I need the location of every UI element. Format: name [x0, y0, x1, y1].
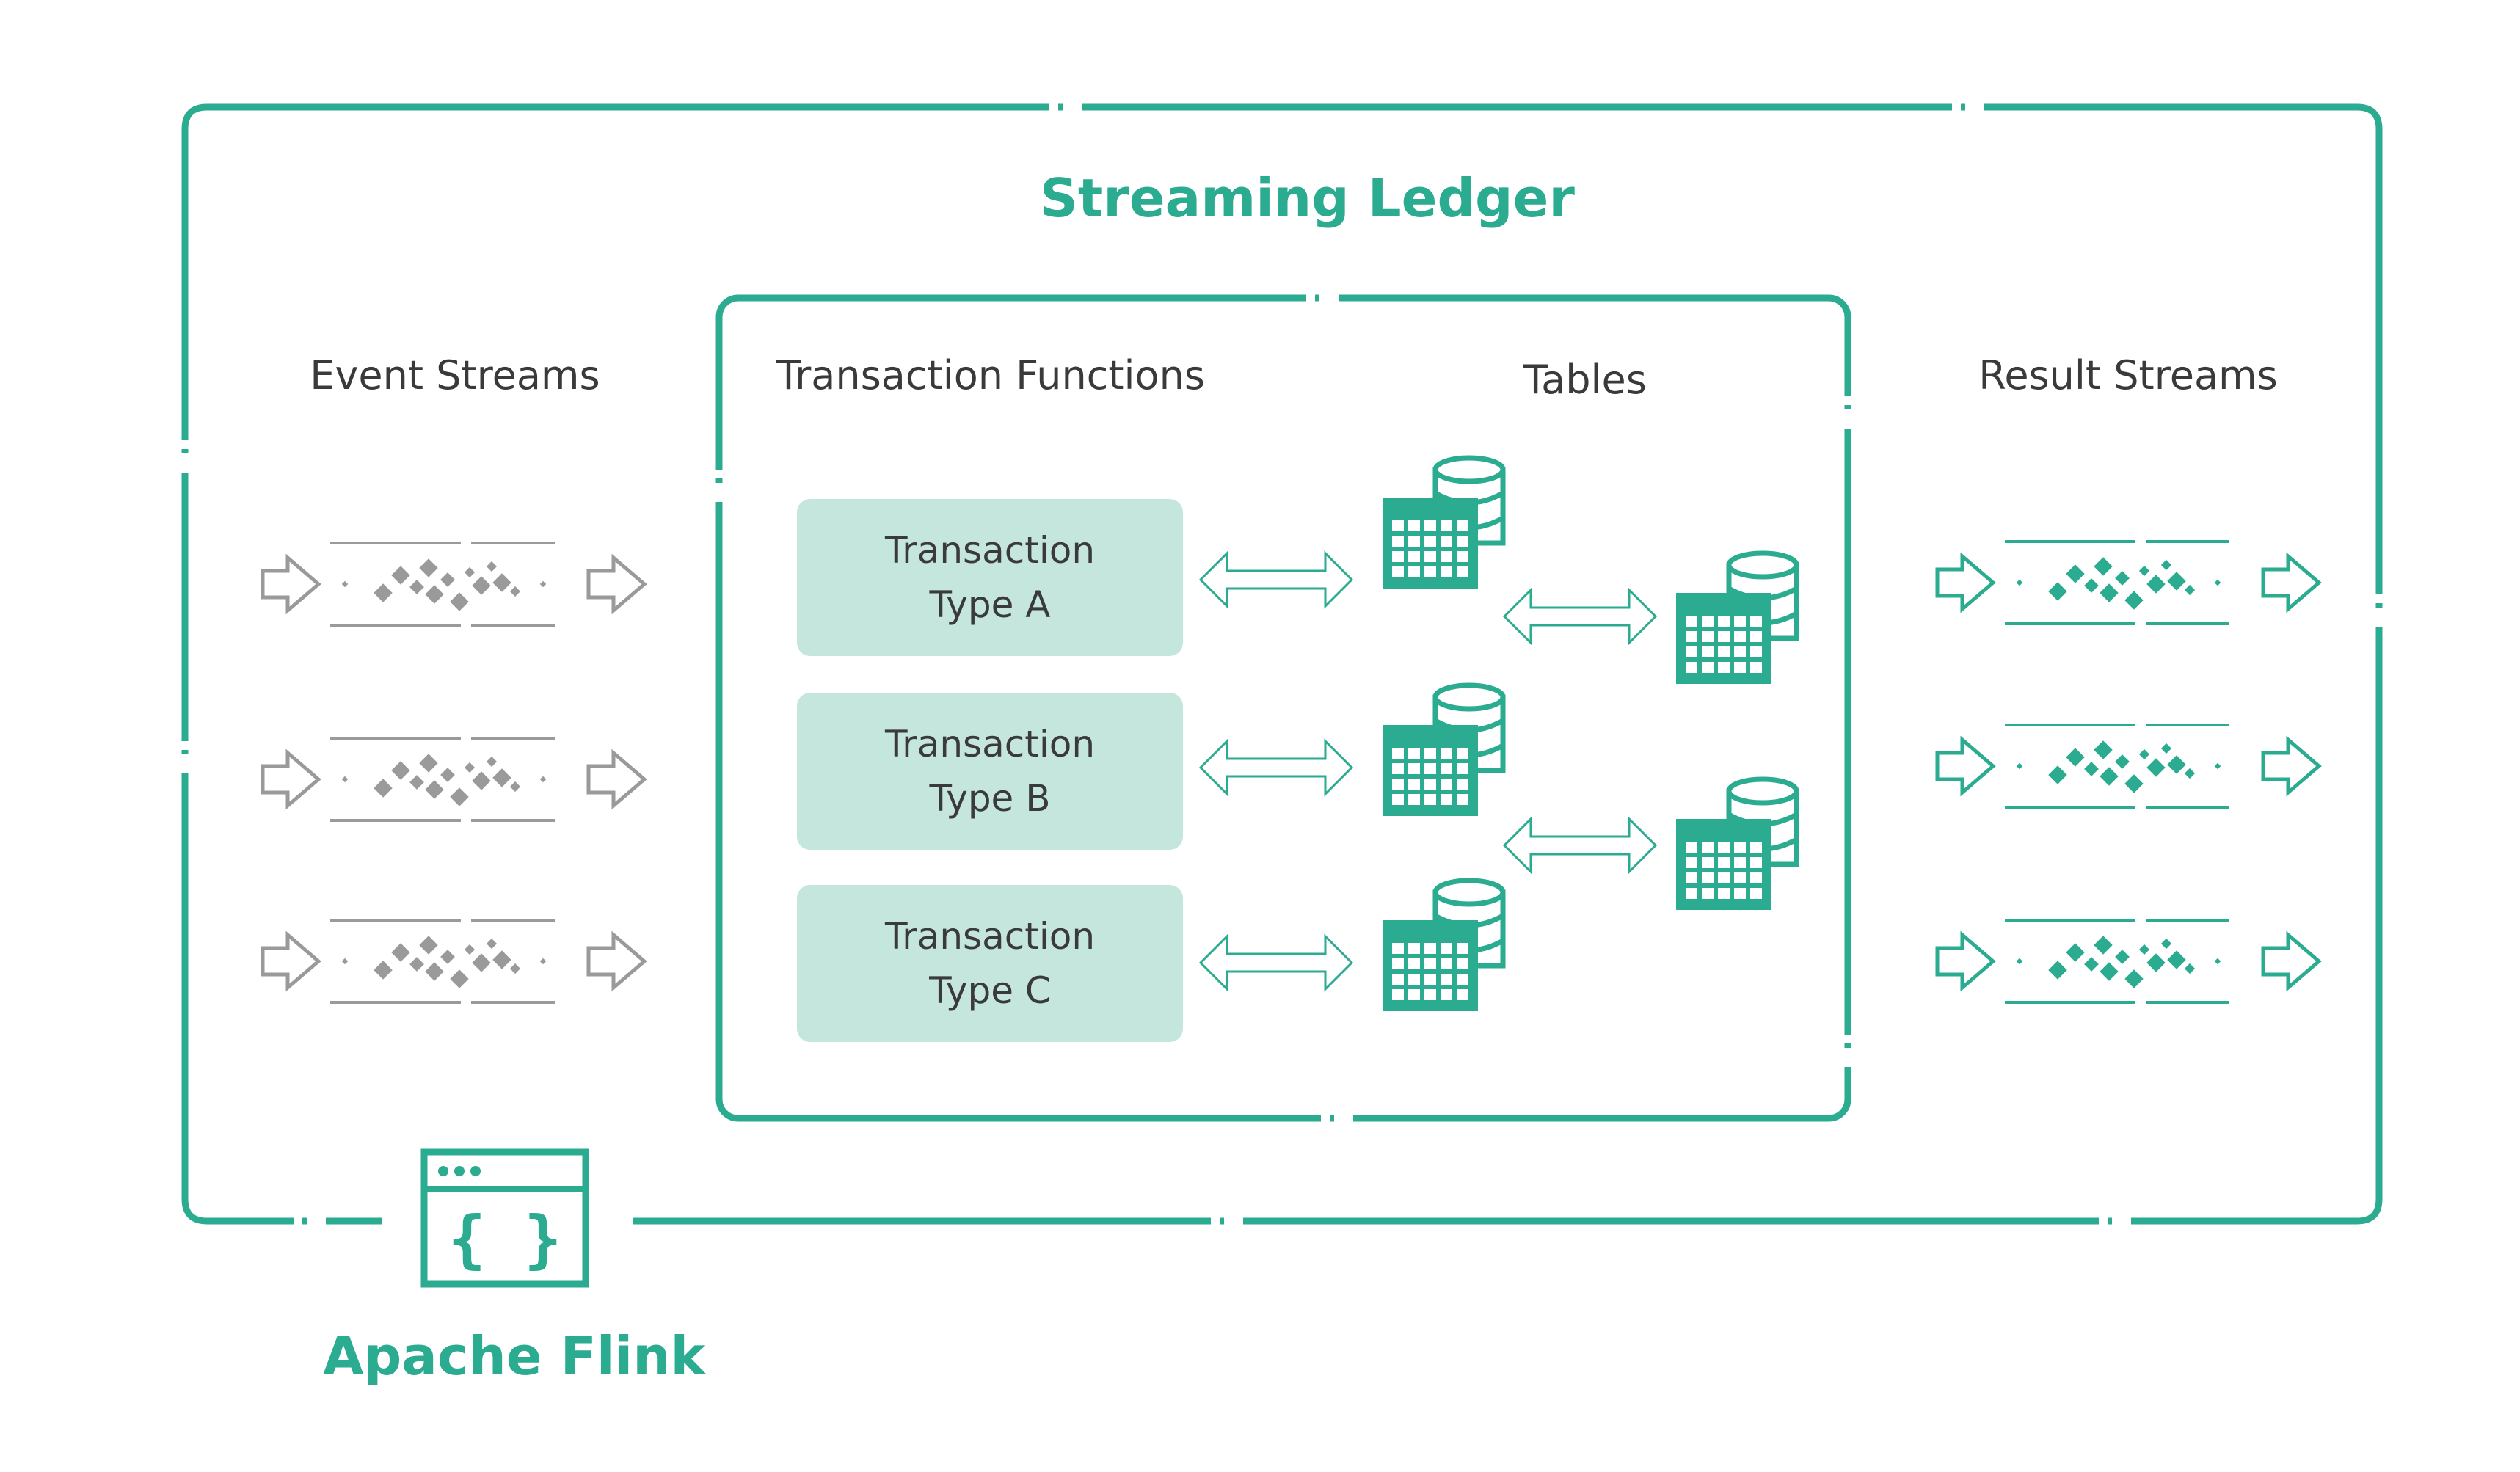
stream-outlet-arrow-icon — [586, 748, 647, 810]
database-table-icon-1 — [1383, 455, 1506, 589]
svg-text:{ }: { } — [448, 1203, 561, 1276]
transaction-type-c-line2: Type C — [929, 969, 1051, 1012]
transaction-functions-heading: Transaction Functions — [776, 352, 1205, 398]
bidirectional-arrow-icon-e — [1502, 816, 1658, 875]
stream-outlet-arrow-icon — [2261, 552, 2322, 613]
database-table-icon-5 — [1383, 878, 1506, 1011]
stream-particles — [341, 754, 547, 806]
transaction-type-a-line2: Type A — [929, 583, 1051, 626]
transaction-type-b-line1: Transaction — [884, 723, 1096, 765]
transaction-type-a-box: Transaction Type A — [797, 499, 1183, 656]
result-stream-1 — [1935, 539, 2322, 627]
diagram-title: Streaming Ledger — [1040, 167, 1575, 229]
stream-pipe — [330, 540, 555, 628]
stream-particles — [341, 936, 547, 988]
database-table-icon-4 — [1676, 776, 1799, 910]
stream-inlet-arrow-icon — [1935, 735, 1996, 797]
stream-outlet-arrow-icon — [2261, 735, 2322, 797]
code-window-icon: { } — [420, 1148, 589, 1288]
event-streams-heading: Event Streams — [310, 352, 600, 398]
bidirectional-arrow-icon-b — [1198, 738, 1354, 797]
stream-pipe — [330, 917, 555, 1005]
stream-pipe — [2005, 917, 2229, 1005]
result-streams-heading: Result Streams — [1978, 352, 2278, 398]
apache-flink-label: Apache Flink — [323, 1325, 706, 1387]
transaction-type-b-line2: Type B — [929, 777, 1051, 820]
stream-inlet-arrow-icon — [261, 553, 321, 615]
bidirectional-arrow-icon-d — [1502, 587, 1658, 646]
stream-particles — [2016, 557, 2221, 610]
stream-pipe — [2005, 722, 2229, 810]
event-stream-1 — [261, 540, 647, 628]
stream-pipe — [330, 735, 555, 823]
stream-particles — [2016, 740, 2221, 793]
database-table-icon-2 — [1676, 550, 1799, 684]
result-stream-3 — [1935, 917, 2322, 1005]
transaction-frame — [713, 292, 1854, 1124]
stream-inlet-arrow-icon — [261, 930, 321, 992]
stream-outlet-arrow-icon — [586, 553, 647, 615]
stream-particles — [2016, 936, 2221, 988]
stream-inlet-arrow-icon — [261, 748, 321, 810]
stream-outlet-arrow-icon — [2261, 930, 2322, 992]
bidirectional-arrow-icon-a — [1198, 550, 1354, 609]
tables-heading: Tables — [1523, 357, 1647, 403]
stream-inlet-arrow-icon — [1935, 552, 1996, 613]
database-table-icon-3 — [1383, 682, 1506, 816]
transaction-type-c-box: Transaction Type C — [797, 885, 1183, 1042]
event-stream-2 — [261, 735, 647, 823]
transaction-type-c-line1: Transaction — [884, 915, 1096, 958]
stream-outlet-arrow-icon — [586, 930, 647, 992]
transaction-type-b-box: Transaction Type B — [797, 693, 1183, 850]
stream-particles — [341, 558, 547, 611]
stream-inlet-arrow-icon — [1935, 930, 1996, 992]
transaction-type-a-line1: Transaction — [884, 529, 1096, 572]
streaming-ledger-frame — [179, 101, 2385, 1227]
stream-pipe — [2005, 539, 2229, 627]
bidirectional-arrow-icon-c — [1198, 933, 1354, 992]
event-stream-3 — [261, 917, 647, 1005]
result-stream-2 — [1935, 722, 2322, 810]
